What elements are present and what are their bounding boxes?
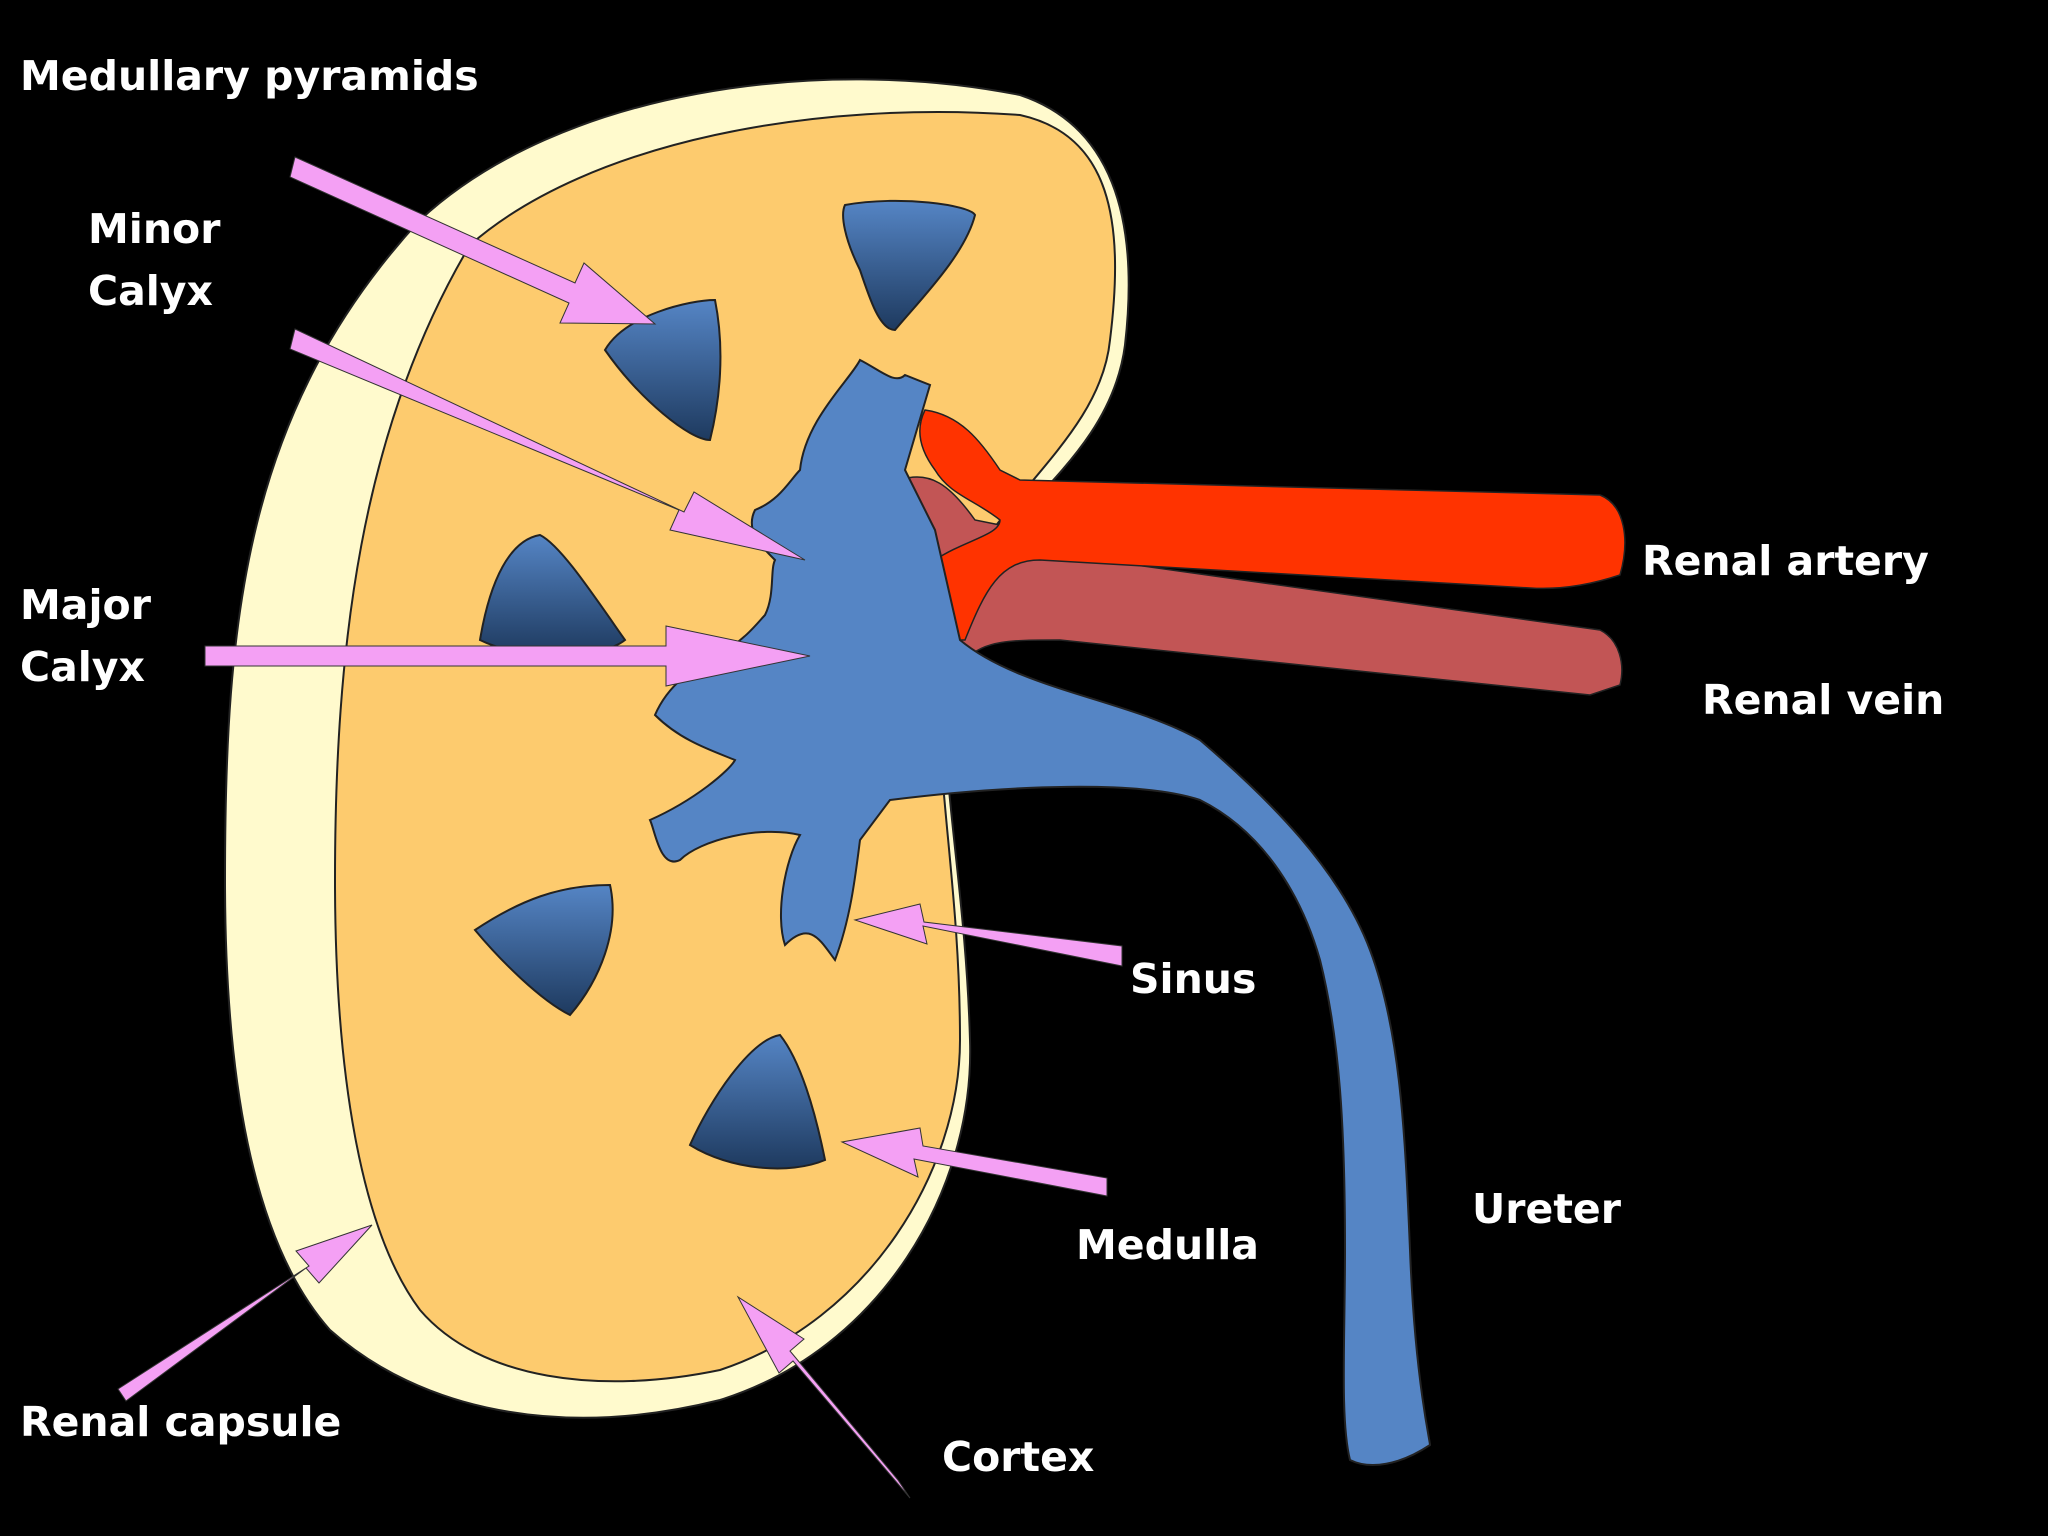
pyramid-4	[473, 883, 614, 1017]
label-medulla: Medulla	[1076, 1221, 1259, 1269]
label-renal-capsule: Renal capsule	[20, 1398, 342, 1446]
label-minor-calyx: Minor Calyx	[88, 198, 220, 322]
label-renal-vein: Renal vein	[1702, 676, 1945, 724]
pyramid-1	[842, 199, 977, 332]
pyramid-5	[688, 1033, 827, 1170]
label-medullary-pyramids: Medullary pyramids	[20, 52, 479, 100]
arrow-cortex	[736, 1295, 911, 1499]
arrow-medulla	[840, 1127, 1108, 1197]
label-renal-artery: Renal artery	[1642, 537, 1929, 585]
label-major-calyx-line-1: Major	[20, 581, 151, 629]
label-major-calyx: Major Calyx	[20, 574, 151, 698]
arrow-renal-capsule	[117, 1224, 373, 1402]
pyramid-2	[603, 298, 722, 442]
label-sinus: Sinus	[1130, 955, 1257, 1003]
renal-artery	[913, 409, 1626, 641]
arrow-major-calyx	[204, 625, 811, 687]
label-cortex: Cortex	[942, 1433, 1095, 1481]
label-minor-calyx-line-2: Calyx	[88, 267, 213, 315]
arrow-medullary-pyramids	[289, 156, 657, 325]
label-minor-calyx-line-1: Minor	[88, 205, 221, 253]
arrow-sinus	[853, 903, 1123, 967]
label-major-calyx-line-2: Calyx	[20, 643, 145, 691]
arrow-minor-calyx	[289, 328, 806, 561]
label-ureter: Ureter	[1472, 1185, 1621, 1233]
